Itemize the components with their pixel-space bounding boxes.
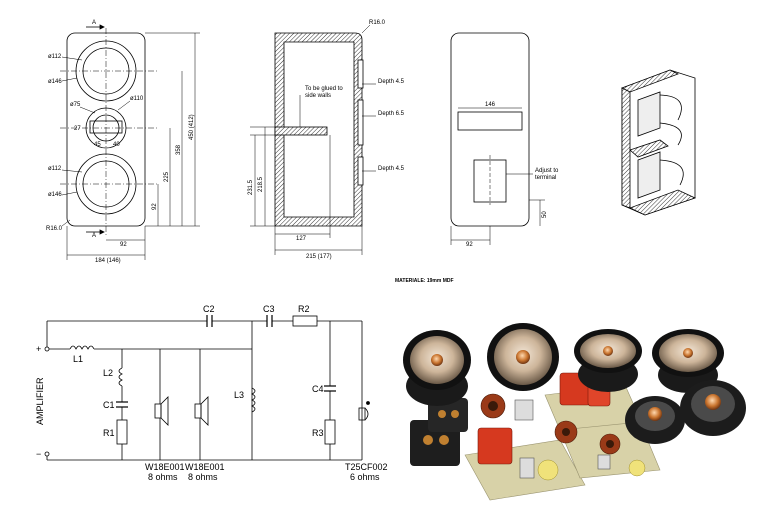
crossover-schematic [44,315,370,461]
dim-92-rear: 92 [466,242,473,248]
tweeter-symbol [358,407,366,421]
dim-40: 40 [113,142,120,148]
section-view-drawing [250,24,376,255]
woofer-1-symbol [154,403,162,419]
internal-divider [274,126,328,136]
inductor-l3 [251,387,256,413]
l2-label: L2 [103,368,113,378]
dim-dia-112-top: ø112 [48,54,62,60]
c3-label: C3 [263,304,275,314]
resistor-r1 [116,419,128,445]
dim-dia-146-bottom: ø146 [48,192,62,198]
dim-height-358: 358 [176,144,182,155]
r2-label: R2 [298,304,310,314]
tweeter-2-photo [680,380,746,436]
dim-215: 215 (177) [306,254,332,260]
l3-label: L3 [234,390,244,400]
amplifier-label: AMPLIFIER [35,377,45,425]
depth-bottom-label: Depth 4.5 [378,166,405,172]
front-view-drawing [60,24,200,260]
woofer-1-ohms: 8 ohms [148,472,178,482]
woofer-1-photo [403,330,471,406]
dim-146-rear: 146 [485,102,496,108]
l1-label: L1 [73,354,83,364]
c4-label: C4 [312,384,324,394]
r1-label: R1 [103,428,115,438]
dim-45: 45 [94,142,101,148]
rear-view-labels: 146 Adjust to terminal 50 92 [466,102,559,248]
red-capacitor-1 [477,427,513,465]
woofer-4-photo [652,329,724,393]
tweeter-ohms: 6 ohms [350,472,380,482]
dim-height-total: 450 (412) [189,114,195,140]
dim-127: 127 [296,236,307,242]
adjust-note-line-2: terminal [535,175,556,181]
inductor-l2 [118,367,123,387]
material-note: MATERIALE: 19mm MDF [395,278,454,284]
woofer-3-photo [574,329,642,392]
dim-231-5: 231.5 [248,179,254,195]
dim-27: 27 [74,126,81,132]
woofer-1-model: W18E001 [145,462,185,472]
dim-height-92: 92 [152,203,158,210]
section-mark-bottom: A [92,233,96,239]
schematic-labels: + − AMPLIFIER L1 L2 C1 R1 C2 C3 R2 L3 C4… [35,304,388,482]
section-mark-top: A [92,20,96,26]
section-view-labels: R16.0 Depth 4.5 Depth 6.5 Depth 4.5 To b… [248,20,405,260]
depth-mid-label: Depth 6.5 [378,111,405,117]
dim-dia-75: ø75 [70,102,81,108]
dim-radius-section: R16.0 [369,20,386,26]
dim-dia-110: ø110 [130,96,144,102]
rear-view-drawing [450,32,545,245]
glue-note-line-1: To be glued to [305,86,343,92]
woofer-2-photo [487,323,559,391]
resistor-r3 [324,419,336,445]
minus-terminal-label: − [36,449,41,459]
glue-note-line-2: side walls [305,93,331,99]
front-view-labels: A A ø112 ø146 ø75 ø110 27 45 40 ø112 ø14… [46,20,195,264]
adjust-note-line-1: Adjust to [535,168,559,174]
depth-top-label: Depth 4.5 [378,79,405,85]
terminal-cutout-rear [473,159,507,203]
r3-label: R3 [312,428,324,438]
inductor-l1 [69,345,95,350]
woofer-2-model: W18E001 [185,462,225,472]
dim-dia-146-top: ø146 [48,79,62,85]
woofer-2-ohms: 8 ohms [188,472,218,482]
tweeter-model: T25CF002 [345,462,388,472]
dim-218-5: 218.5 [258,176,264,192]
dim-width-total: 184 (146) [95,258,121,264]
dim-width-92: 92 [120,242,127,248]
plus-terminal-label: + [36,344,41,354]
rear-brace-slot [457,111,523,131]
components-photo [403,323,746,501]
terminal-plate-2 [428,398,468,432]
tweeter-1-photo [625,396,685,444]
c1-label: C1 [103,400,115,410]
dim-radius-front: R16.0 [46,226,63,232]
resistor-r2 [292,315,318,327]
dim-50-rear: 50 [542,211,548,218]
dim-height-225: 225 [164,171,170,182]
c2-label: C2 [203,304,215,314]
isometric-cutaway-view [621,69,697,216]
dim-dia-112-bottom: ø112 [48,166,62,172]
woofer-2-symbol [194,403,202,419]
